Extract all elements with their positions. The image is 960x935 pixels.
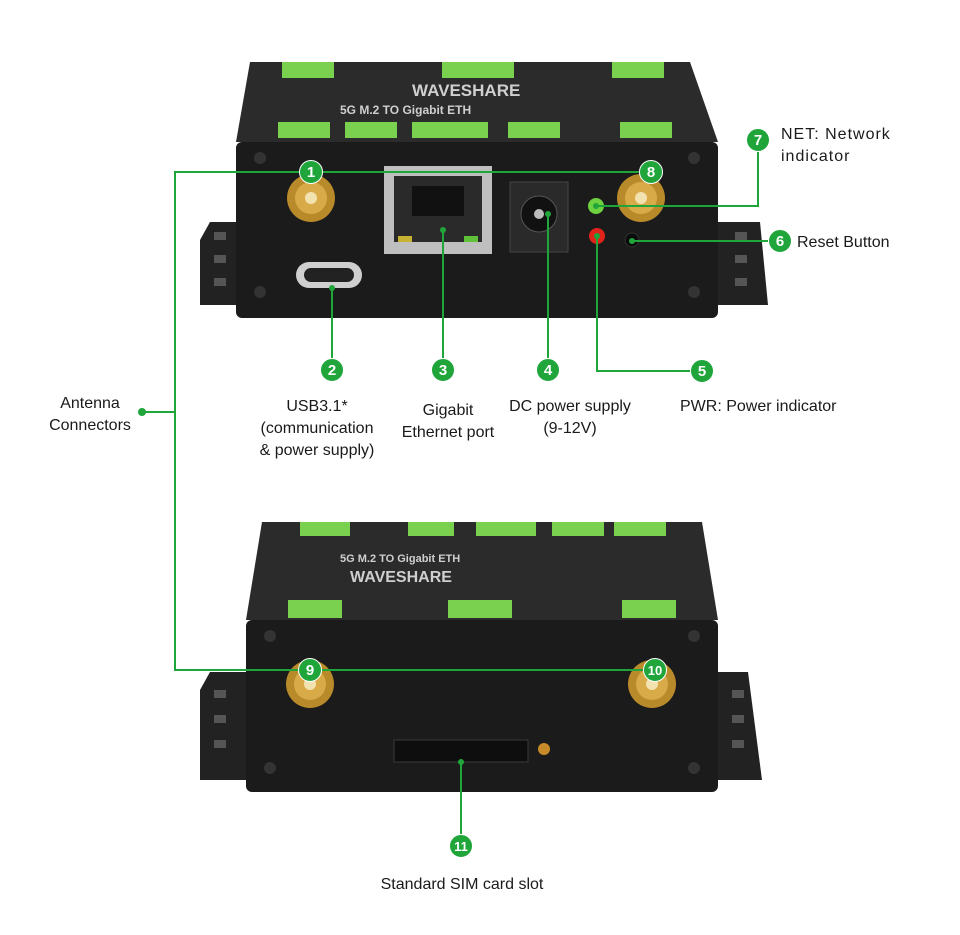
- bottom-front-face: [246, 620, 718, 792]
- ethernet-port: [384, 166, 492, 254]
- sim-eject-pin: [538, 743, 550, 755]
- sim-slot-label: Standard SIM card slot: [380, 876, 544, 893]
- top-brand-text: WAVESHARE: [412, 81, 520, 100]
- dc-power-jack: [509, 181, 569, 253]
- bottom-device: 5G M.2 TO Gigabit ETH WAVESHARE: [200, 522, 762, 792]
- right-mount-bracket-bottom: [712, 672, 762, 780]
- bottom-brand-text: WAVESHARE: [350, 569, 452, 586]
- net-indicator-label: NET: Network indicator: [781, 126, 891, 165]
- callout-badge-2: 2: [320, 358, 344, 382]
- left-mount-bracket-bottom: [200, 672, 250, 780]
- ethernet-label: Gigabit Ethernet port: [401, 402, 495, 441]
- callout-lines: [142, 152, 768, 834]
- callout-badge-6: 6: [768, 229, 792, 253]
- callout-badge-7: 7: [746, 128, 770, 152]
- sma-connector-1: [287, 174, 335, 222]
- dc-power-label: DC power supply (9-12V): [509, 398, 631, 437]
- callout-badge-9: 9: [298, 658, 322, 682]
- callout-dots: [138, 203, 635, 765]
- antenna-connectors-label: Antenna Connectors: [49, 395, 131, 434]
- usb-label: USB3.1* (communication & power supply): [259, 398, 375, 459]
- callout-badge-5: 5: [690, 359, 714, 383]
- top-model-text: 5G M.2 TO Gigabit ETH: [340, 103, 471, 117]
- reset-button-label: Reset Button: [797, 234, 890, 251]
- bottom-top-face: [246, 522, 718, 620]
- bottom-model-text: 5G M.2 TO Gigabit ETH: [340, 553, 460, 565]
- callout-badge-4: 4: [536, 358, 560, 382]
- callout-badge-11: 11: [449, 834, 473, 858]
- pwr-indicator-label: PWR: Power indicator: [680, 398, 837, 415]
- sim-card-slot: [393, 739, 529, 763]
- callout-badge-10: 10: [643, 658, 667, 682]
- left-mount-bracket-top: [200, 222, 245, 305]
- top-device: WAVESHARE 5G M.2 TO Gigabit ETH: [200, 62, 768, 318]
- callout-badge-8: 8: [639, 160, 663, 184]
- right-mount-bracket-top: [715, 222, 768, 305]
- callout-badge-1: 1: [299, 160, 323, 184]
- callout-badge-3: 3: [431, 358, 455, 382]
